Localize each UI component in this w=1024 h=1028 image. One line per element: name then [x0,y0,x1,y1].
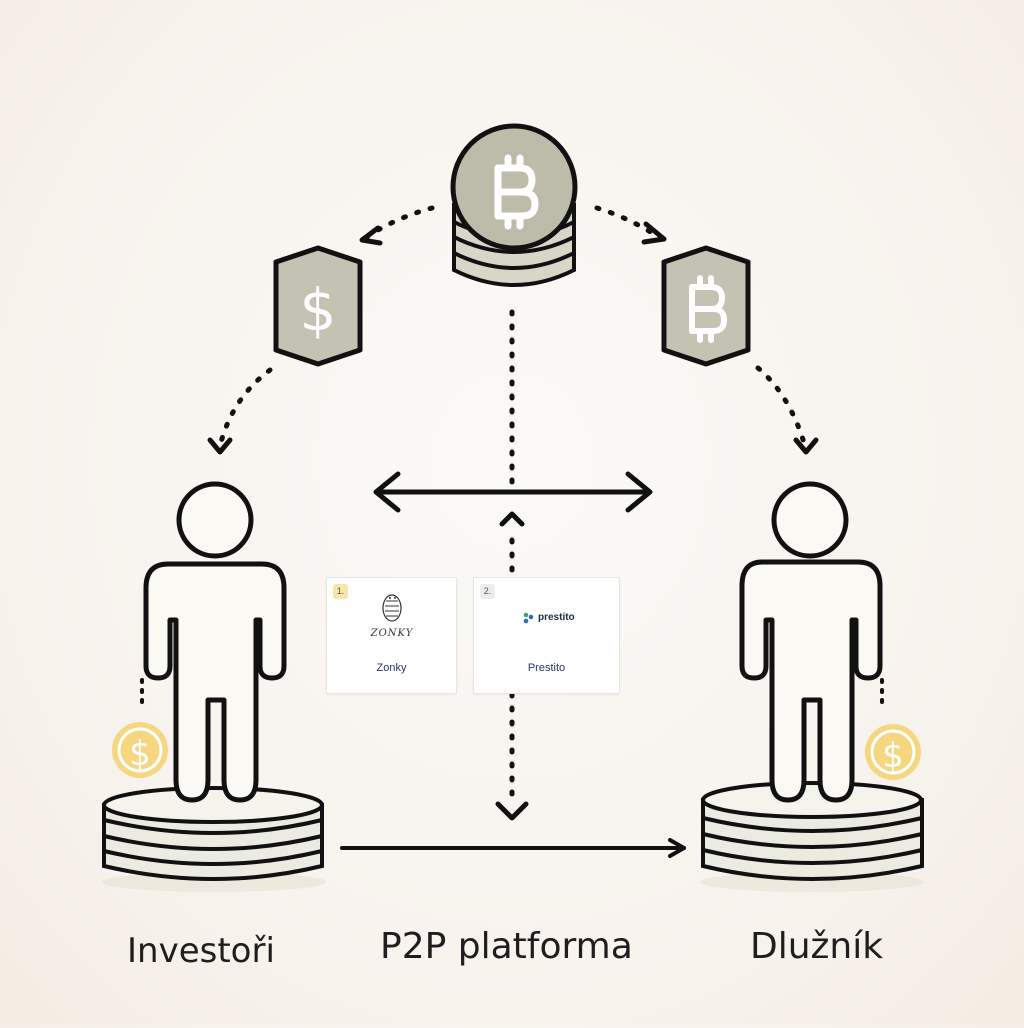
investor-gold-coin: $ [112,722,168,778]
borrower-gold-coin: $ [865,724,921,780]
borrower-head [771,481,849,559]
prestito-logo-text: prestito [538,612,575,623]
platform-name: Prestito [527,662,566,674]
bitcoin-token [661,245,751,367]
bitcoin-icon [689,275,727,343]
dollar-icon: $ [882,736,904,776]
borrower-figure [739,481,883,803]
investors-label: Investoři [127,931,275,971]
platform-card-prestito[interactable]: 2. prestito Prestito [473,577,620,694]
platform-card-zonky[interactable]: 1. ZONKY Zonky [326,577,457,694]
borrower-label: Dlužník [750,926,884,967]
top-coin-stack [450,123,578,287]
borrower-coin-stack [700,781,924,892]
investor-coin-stack [102,786,326,892]
prestito-dots-icon [523,612,534,624]
platform-number: 2. [480,584,495,599]
zonky-logo-text: ZONKY [370,628,414,639]
arrow-bitcoin-to-borrower [755,365,808,449]
arrow-coin-to-dollar [362,205,435,241]
investor-head [176,481,254,559]
arrow-coin-to-bitcoin [594,205,663,241]
top-coin [450,123,578,251]
platform-name: Zonky [376,662,407,674]
dollar-icon: $ [129,734,151,774]
arrow-dollar-to-investor [217,367,273,449]
investor-figure [143,481,287,803]
platform-label: P2P platforma [380,926,633,967]
zonky-mascot-icon [382,594,402,622]
flow-arrow-bottom [340,838,686,858]
bitcoin-icon [494,154,539,230]
prestito-logo: prestito [522,611,582,627]
double-arrow [373,471,653,513]
platform-number: 1. [333,584,348,599]
zonky-logo: ZONKY [367,592,417,644]
dollar-token: $ [273,245,363,367]
dollar-icon: $ [300,276,337,344]
